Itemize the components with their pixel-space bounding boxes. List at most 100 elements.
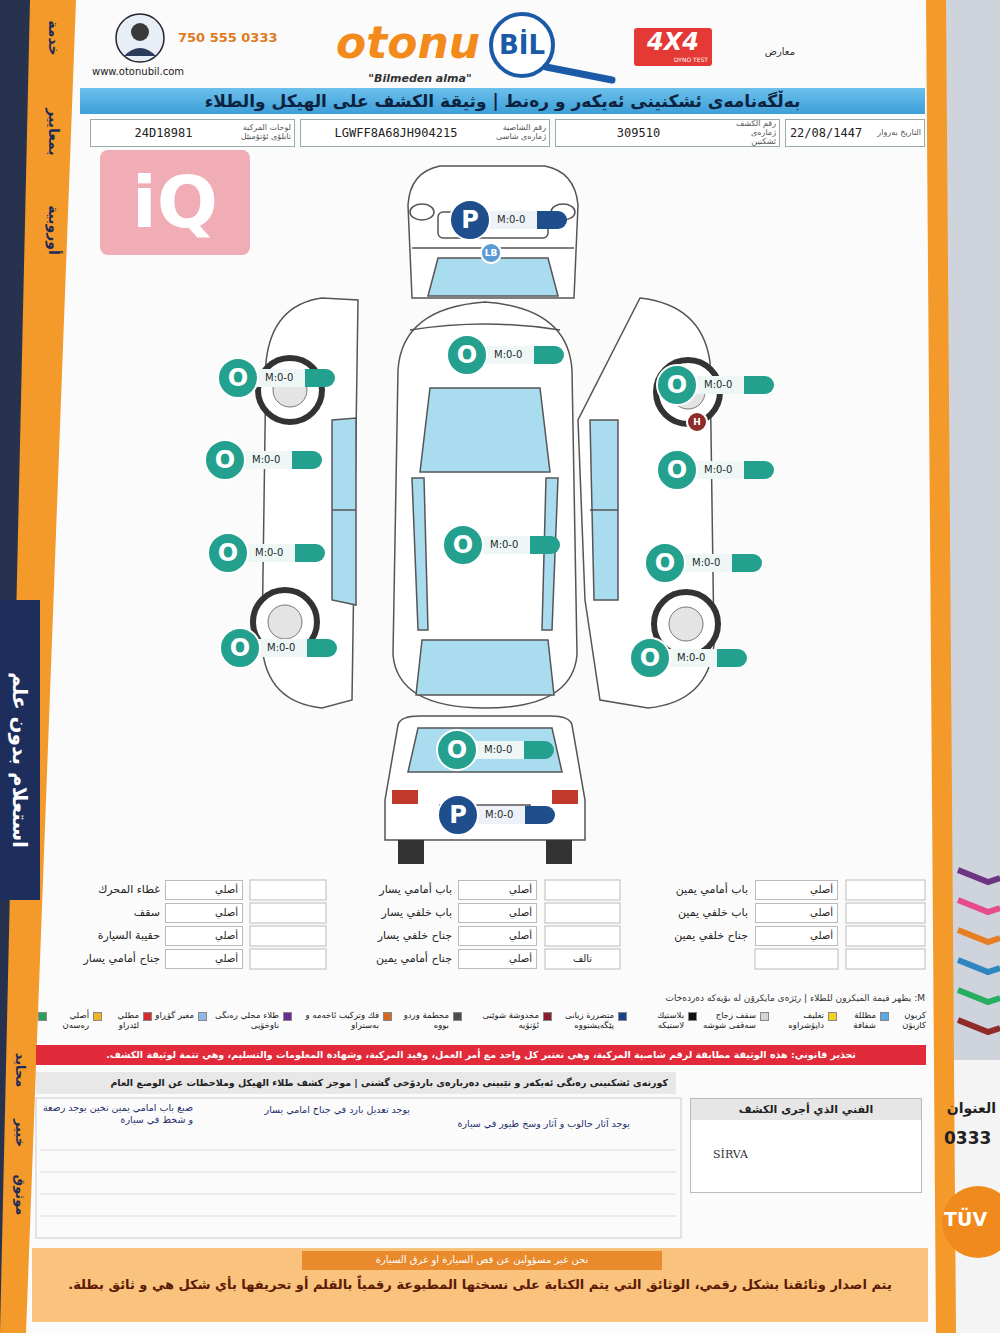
website: www.otonubil.com: [92, 66, 202, 77]
marker-node: OM:0-0: [436, 729, 560, 771]
sum-text: کورتەی ئشکنینی رەنگی ئەیکەر و تێبینی دەر…: [44, 1076, 668, 1090]
legend-item: سقف زجاج سەقفی شوشە: [688, 1010, 756, 1030]
part-name: جناح أمامي يسار: [48, 949, 160, 969]
part-name: باب أمامي يسار: [330, 880, 452, 900]
part-name: حقيبة السيارة: [48, 926, 160, 946]
part-status: أصلي: [458, 880, 537, 900]
marker-node: OM:0-0: [217, 357, 341, 399]
marker-letter: P: [437, 794, 479, 836]
band-box: بەڵگەنامەی ئشکنینی ئەیکەر و رەنط | وثيقة…: [80, 88, 925, 114]
legend-item: مطلي لێدراو: [93, 1010, 139, 1030]
side-text: بمعايير: [45, 92, 62, 172]
part-status: أصلي: [165, 949, 243, 969]
micron-value: M:0-0: [470, 741, 554, 759]
foot-text: يتم اصدار وثائقنا بشكل رقمي، الوثائق الت…: [44, 1276, 916, 1293]
info-text: LGWFF8A68JH904215: [301, 126, 491, 140]
brand-mark: BİL: [492, 27, 552, 63]
info-box: لوحات المركبة تابلۆی ئۆتۆمبێل24D18981: [90, 119, 295, 147]
micron-value: M:0-0: [690, 376, 774, 394]
micron-value: M:0-0: [238, 451, 322, 469]
part-status: أصلي: [458, 949, 537, 969]
marker-letter: O: [656, 449, 698, 491]
marker-letter: O: [217, 357, 259, 399]
micron-value: M:0-0: [663, 649, 747, 667]
part-name: جناح خلفي يمين: [620, 926, 748, 946]
legend-swatch: [618, 1012, 627, 1021]
legend-swatch: [383, 1012, 392, 1021]
marker-node: OM:0-0: [656, 364, 780, 406]
legend-text: تغليف داپۆشراوە: [771, 1010, 824, 1030]
micron-value: M:0-0: [471, 806, 555, 824]
side-text: أوروبية: [45, 190, 62, 270]
micron-value: M:0-0: [241, 544, 325, 562]
legend-swatch: [543, 1012, 552, 1021]
legend-text: كربون كاربۆن: [891, 1010, 926, 1030]
brand-name: otonu: [336, 18, 496, 68]
part-name: جناح أمامي يمين: [330, 949, 452, 969]
marker-letter: O: [644, 542, 686, 584]
sum-box: کورتەی ئشکنینی رەنگی ئەیکەر و تێبینی دەر…: [36, 1072, 676, 1094]
handwritten-note: صبغ باب امامي يمين تخين يوجد رصعة و شخط …: [38, 1102, 193, 1126]
info-box: رقم الشاصية ژمارەی شاسیLGWFF8A68JH904215: [300, 119, 550, 147]
marker-node: LB: [480, 242, 502, 264]
handwritten-note: يوجد تعديل بارد في جناح امامي يسار: [198, 1104, 410, 1116]
legend-text: مظللة شفافة: [839, 1010, 876, 1030]
legend-text: فك وتركيب ئاخەمە و بەستراو: [294, 1010, 379, 1030]
legend-text: مطلي لێدراو: [104, 1010, 139, 1030]
marker-node: OM:0-0: [644, 542, 768, 584]
part-name: جناح خلفي يسار: [330, 926, 452, 946]
tech-text: الفني الذي أجرى الكشف: [691, 1099, 921, 1120]
foot-box: يتم اصدار وثائقنا بشكل رقمي، الوثائق الت…: [32, 1248, 928, 1322]
marker-node: OM:0-0: [219, 627, 343, 669]
legend-swatch: [453, 1012, 462, 1021]
legend-swatch: [688, 1012, 697, 1021]
part-status: أصلي: [165, 926, 243, 946]
info-text: لوحات المركبة تابلۆی ئۆتۆمبێل: [236, 124, 294, 142]
marker-node: OM:0-0: [442, 524, 566, 566]
legend-item: أصلي رەسەن: [38, 1010, 89, 1030]
part-status: أصلي: [755, 926, 838, 946]
handwritten-note: يوجد آثار حالوب و آثار وسخ طيور في سيارة: [418, 1118, 630, 1130]
micron-value: M:0-0: [253, 639, 337, 657]
info-text: رقم الكشف ژمارەی ئشکنین: [721, 120, 779, 146]
legend-text: مخدوشة شوێنی ئۆتۆیە: [464, 1010, 539, 1030]
legend-text: سقف زجاج سەقفی شوشە: [699, 1010, 756, 1030]
legend-swatch: [38, 1012, 47, 1021]
info-box: رقم الكشف ژمارەی ئشکنین309510: [555, 119, 780, 147]
badge-text: 4X4: [634, 28, 712, 56]
tech-text: SİRVA: [691, 1120, 921, 1161]
marker-letter: O: [204, 439, 246, 481]
marker-letter: O: [442, 524, 484, 566]
part-status: أصلي: [755, 880, 838, 900]
legend-swatch: [283, 1012, 292, 1021]
warn-text: تحذير قانوني: هذه الوثيقة مطابقة لرقم شا…: [44, 1048, 918, 1062]
legend-text: طلاء محلي رەنگی ناوخۆیی: [209, 1010, 279, 1030]
tech-box: الفني الذي أجرى الكشفSİRVA: [690, 1098, 922, 1193]
warn-box: تحذير قانوني: هذه الوثيقة مطابقة لرقم شا…: [36, 1045, 926, 1065]
legend-text: متضررة زیانی پێگەیشتووە: [554, 1010, 614, 1030]
certification-mark: TÜV: [944, 1208, 994, 1230]
marker-letter: O: [436, 729, 478, 771]
part-name: باب خلفي يمين: [620, 903, 748, 923]
marker-letter: O: [629, 637, 671, 679]
marker-node: OM:0-0: [446, 334, 570, 376]
legend-swatch: [828, 1012, 837, 1021]
side-text: استعلام بدون علم: [8, 640, 32, 880]
info-text: التاريخ بەروار: [866, 129, 924, 138]
badge-subtext: DYNO TEST: [640, 56, 708, 64]
legend-item: محطمة وردو بووە: [383, 1010, 449, 1030]
legend-text: أصلي رەسەن: [49, 1010, 89, 1030]
micron-value: M:0-0: [476, 536, 560, 554]
part-status: أصلي: [458, 903, 537, 923]
legend-item: تغليف داپۆشراوە: [760, 1010, 824, 1030]
side-text: خدمة: [45, 8, 62, 68]
part-status: تالف: [545, 949, 620, 969]
info-text: 309510: [556, 126, 721, 140]
side-text: خبير: [12, 1108, 28, 1158]
marker-letter: O: [219, 627, 261, 669]
legend-swatch: [880, 1012, 889, 1021]
micron-value: M:0-0: [678, 554, 762, 572]
legend-item: كربون كاربۆن: [880, 1010, 926, 1030]
legend-item: طلاء محلي رەنگی ناوخۆیی: [198, 1010, 279, 1030]
